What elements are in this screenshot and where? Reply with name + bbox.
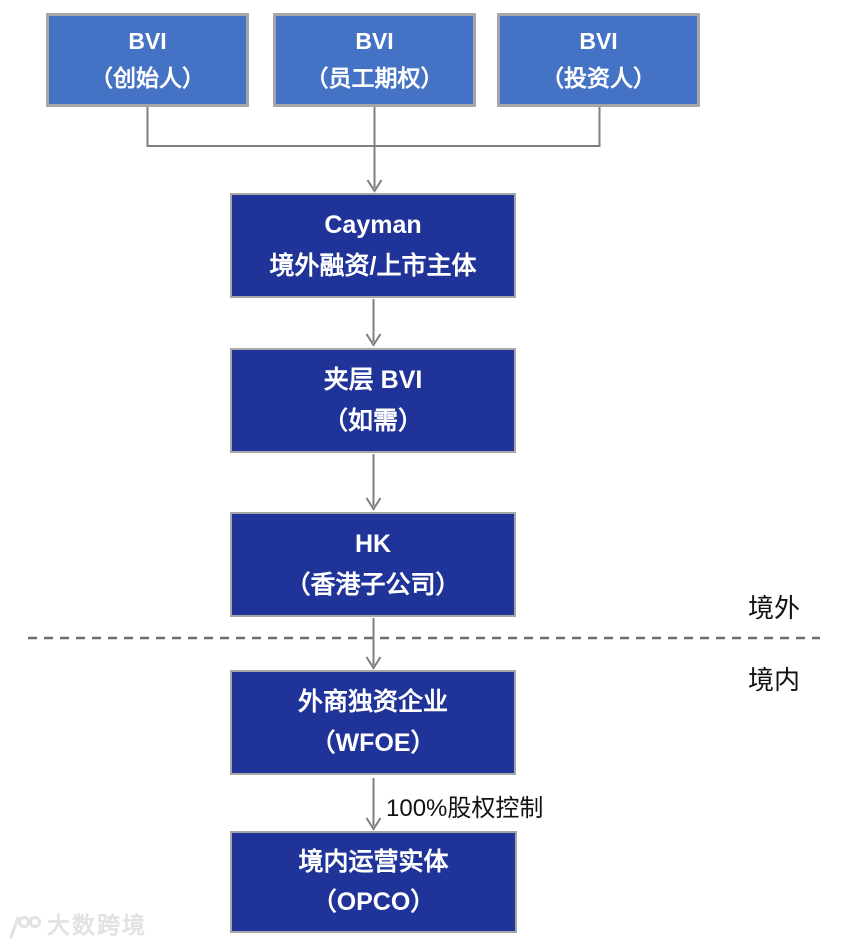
node-subtitle: （如需） bbox=[322, 406, 423, 435]
node-bvi-employee-options: BVI （员工期权） bbox=[273, 13, 476, 107]
node-title: BVI bbox=[579, 27, 618, 54]
node-title: BVI bbox=[128, 27, 167, 54]
node-wfoe: 外商独资企业 （WFOE） bbox=[230, 670, 516, 775]
node-opco: 境内运营实体 （OPCO） bbox=[230, 831, 517, 933]
node-title: Cayman bbox=[324, 211, 422, 239]
node-mezzanine-bvi: 夹层 BVI （如需） bbox=[230, 348, 516, 453]
onshore-label: 境内 bbox=[748, 665, 801, 695]
watermark: 大数跨境 bbox=[6, 906, 147, 940]
node-hk-subsidiary: HK （香港子公司） bbox=[230, 512, 516, 617]
node-subtitle: （香港子公司） bbox=[285, 570, 461, 599]
arrowhead-to-hk bbox=[365, 497, 382, 511]
node-title: 外商独资企业 bbox=[297, 688, 448, 716]
node-title: 境内运营实体 bbox=[298, 847, 449, 876]
node-title: BVI bbox=[355, 27, 394, 54]
node-subtitle: （创始人） bbox=[90, 65, 205, 91]
arrowhead-to-opco bbox=[365, 817, 382, 831]
dashu-100-logo-icon bbox=[9, 916, 41, 939]
node-cayman-listing-entity: Cayman 境外融资/上市主体 bbox=[230, 193, 516, 298]
node-subtitle: （OPCO） bbox=[311, 888, 436, 916]
node-title: 夹层 BVI bbox=[323, 366, 423, 394]
node-bvi-founders: BVI （创始人） bbox=[46, 13, 249, 107]
node-title: HK bbox=[354, 530, 392, 558]
node-subtitle: 境外融资/上市主体 bbox=[269, 251, 477, 280]
arrowhead-to-mezzanine bbox=[365, 333, 382, 347]
node-subtitle: （投资人） bbox=[541, 65, 656, 91]
arrowhead-to-cayman bbox=[366, 179, 383, 193]
node-bvi-investors: BVI （投资人） bbox=[497, 13, 700, 107]
node-subtitle: （员工期权） bbox=[305, 65, 444, 91]
offshore-label: 境外 bbox=[748, 593, 801, 623]
arrowhead-to-wfoe bbox=[365, 656, 382, 670]
watermark-text: 大数跨境 bbox=[47, 912, 147, 938]
equity-control-label: 100%股权控制 bbox=[386, 795, 544, 822]
node-subtitle: （WFOE） bbox=[310, 728, 436, 757]
